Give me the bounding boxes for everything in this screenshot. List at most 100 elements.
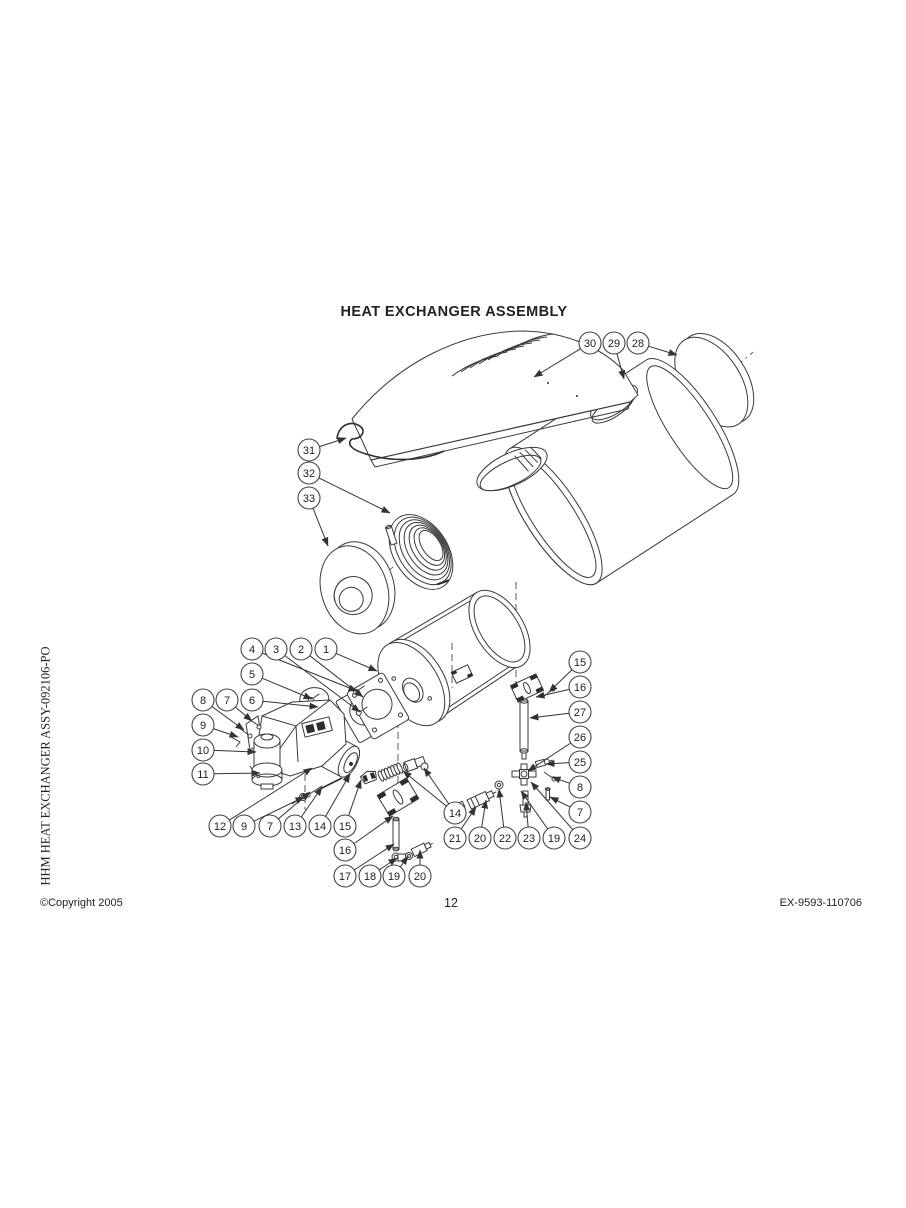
callout-17: 17 bbox=[334, 844, 395, 887]
footer-doc-number: EX-9593-110706 bbox=[779, 897, 862, 909]
callout-25: 25 bbox=[545, 751, 591, 773]
svg-text:7: 7 bbox=[267, 821, 273, 833]
svg-text:30: 30 bbox=[584, 338, 596, 350]
callout-24: 24 bbox=[531, 781, 591, 849]
part-chamber-bracket bbox=[451, 665, 472, 683]
svg-text:19: 19 bbox=[388, 871, 400, 883]
callout-7: 7 bbox=[216, 689, 253, 721]
callout-9: 9 bbox=[192, 714, 239, 738]
svg-text:7: 7 bbox=[224, 695, 230, 707]
part-pilot-orifice bbox=[467, 787, 498, 809]
part-elbow-fitting bbox=[402, 755, 429, 777]
part-clamp bbox=[359, 769, 378, 785]
callout-7: 7 bbox=[259, 792, 311, 837]
svg-text:29: 29 bbox=[608, 338, 620, 350]
callout-16: 16 bbox=[535, 676, 591, 698]
svg-text:21: 21 bbox=[449, 833, 461, 845]
footer-copyright: ©Copyright 2005 bbox=[40, 897, 123, 909]
callout-23: 23 bbox=[518, 801, 540, 849]
svg-text:3: 3 bbox=[273, 644, 279, 656]
callout-33: 33 bbox=[298, 487, 328, 547]
footer-page-number: 12 bbox=[444, 896, 458, 910]
part-shell-louver-cutout bbox=[471, 438, 553, 499]
callout-15: 15 bbox=[334, 779, 362, 837]
svg-text:6: 6 bbox=[249, 695, 255, 707]
callout-12: 12 bbox=[209, 768, 313, 837]
callout-3: 3 bbox=[265, 638, 361, 712]
svg-text:10: 10 bbox=[197, 745, 209, 757]
svg-text:17: 17 bbox=[339, 871, 351, 883]
callout-19: 19 bbox=[383, 855, 408, 887]
svg-text:33: 33 bbox=[303, 493, 315, 505]
callout-20: 20 bbox=[409, 849, 431, 887]
svg-text:18: 18 bbox=[364, 871, 376, 883]
svg-text:14: 14 bbox=[449, 808, 461, 820]
svg-text:14: 14 bbox=[314, 821, 326, 833]
callout-28: 28 bbox=[627, 332, 678, 356]
callout-29: 29 bbox=[603, 332, 625, 380]
part-orifice bbox=[411, 840, 434, 857]
callout-30: 30 bbox=[533, 332, 601, 377]
callout-16: 16 bbox=[334, 816, 394, 861]
callout-32: 32 bbox=[298, 462, 391, 513]
callout-22: 22 bbox=[494, 788, 516, 849]
part-pipe-nipple bbox=[393, 817, 399, 851]
callout-8: 8 bbox=[551, 776, 591, 798]
svg-text:13: 13 bbox=[289, 821, 301, 833]
svg-text:7: 7 bbox=[577, 807, 583, 819]
part-capillary-wire bbox=[337, 423, 444, 459]
svg-text:19: 19 bbox=[548, 833, 560, 845]
svg-text:32: 32 bbox=[303, 468, 315, 480]
callout-14: 14 bbox=[309, 773, 350, 837]
callout-7: 7 bbox=[549, 797, 591, 823]
callout-20: 20 bbox=[469, 799, 491, 849]
svg-text:20: 20 bbox=[474, 833, 486, 845]
svg-text:16: 16 bbox=[339, 845, 351, 857]
svg-text:8: 8 bbox=[577, 782, 583, 794]
part-spring bbox=[377, 762, 404, 782]
svg-text:1: 1 bbox=[323, 644, 329, 656]
svg-text:11: 11 bbox=[197, 769, 208, 781]
callout-2: 2 bbox=[290, 638, 364, 697]
part-pilot-bracket bbox=[511, 674, 544, 702]
callout-26: 26 bbox=[527, 726, 591, 771]
part-ball-fitting bbox=[495, 781, 503, 789]
svg-text:16: 16 bbox=[574, 682, 586, 694]
svg-text:9: 9 bbox=[200, 720, 206, 732]
svg-text:4: 4 bbox=[249, 644, 255, 656]
callout-14: 14 bbox=[402, 767, 466, 824]
part-burner-plate bbox=[377, 778, 419, 816]
svg-text:8: 8 bbox=[200, 695, 206, 707]
callout-13: 13 bbox=[284, 786, 322, 837]
svg-text:15: 15 bbox=[339, 821, 351, 833]
callout-27: 27 bbox=[529, 701, 591, 723]
svg-text:2: 2 bbox=[298, 644, 304, 656]
callout-21: 21 bbox=[444, 806, 476, 849]
callout-15: 15 bbox=[548, 651, 591, 692]
callout-6: 6 bbox=[241, 689, 319, 711]
callout-31: 31 bbox=[298, 437, 347, 461]
svg-text:22: 22 bbox=[499, 833, 511, 845]
svg-text:27: 27 bbox=[574, 707, 586, 719]
callout-11: 11 bbox=[192, 763, 261, 785]
part-pilot-feed-tube bbox=[520, 791, 531, 817]
svg-text:26: 26 bbox=[574, 732, 586, 744]
part-pilot-tube bbox=[520, 699, 528, 759]
svg-text:25: 25 bbox=[574, 757, 586, 769]
callout-18: 18 bbox=[359, 858, 398, 887]
svg-text:24: 24 bbox=[574, 833, 586, 845]
callout-10: 10 bbox=[192, 739, 257, 761]
svg-text:20: 20 bbox=[414, 871, 426, 883]
callout-19: 19 bbox=[521, 790, 565, 849]
fastener-right-screws bbox=[544, 772, 556, 800]
callout-5: 5 bbox=[241, 663, 313, 699]
callout-9: 9 bbox=[233, 797, 305, 837]
callout-8: 8 bbox=[192, 689, 245, 730]
part-heat-exchanger-coil bbox=[376, 503, 466, 601]
svg-text:23: 23 bbox=[523, 833, 535, 845]
part-pilot-cross-fitting bbox=[512, 764, 536, 785]
svg-text:28: 28 bbox=[632, 338, 644, 350]
part-front-plate bbox=[309, 533, 407, 643]
